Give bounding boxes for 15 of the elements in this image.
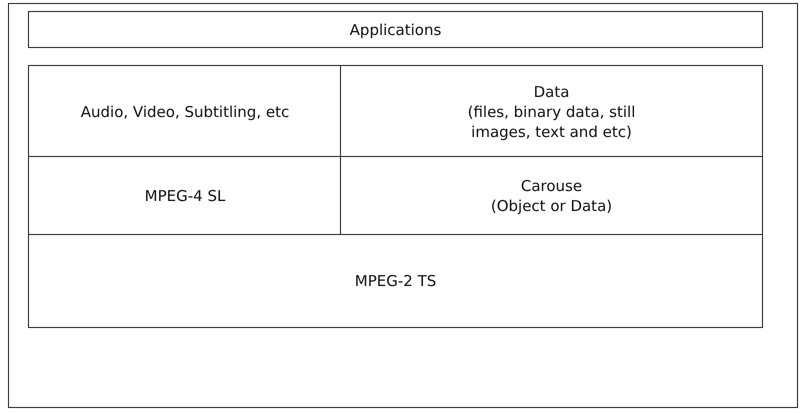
layer-box <box>28 11 763 48</box>
layer-title: Data <box>534 82 570 102</box>
layer-title: MPEG-2 TS <box>354 271 436 291</box>
layer-box <box>28 234 763 328</box>
layer-title: MPEG-4 SL <box>144 186 226 206</box>
layer-title: Applications <box>350 20 442 40</box>
outer-frame <box>8 3 798 408</box>
layer-description: (files, binary data, still images, text and etc) <box>466 102 636 142</box>
layer-title: Carouse <box>520 176 582 196</box>
layer-box <box>28 156 342 236</box>
layer-title: Audio, Video, Subtitling, etc <box>80 102 290 122</box>
layer-description: (Object or Data) <box>490 196 612 216</box>
layer-box <box>340 65 763 158</box>
layer-box <box>340 156 763 236</box>
layer-box <box>28 65 342 158</box>
